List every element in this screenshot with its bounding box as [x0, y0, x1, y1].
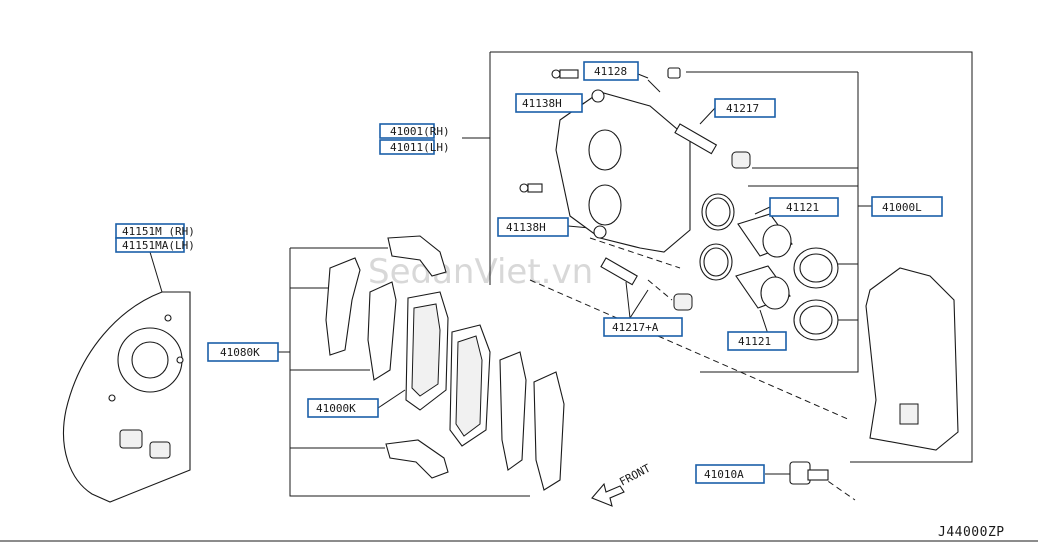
callout-41138h-bottom[interactable]: 41138H — [497, 217, 569, 237]
piston-upper-part — [737, 213, 793, 258]
callout-label-41000l: 41000L — [882, 201, 922, 214]
bleeder-screw-part — [647, 67, 681, 93]
callout-label-41121-bottom: 41121 — [738, 335, 771, 348]
callout-41151m-rh[interactable]: 41151M (RH) — [115, 223, 195, 239]
caliper-body-part — [555, 89, 691, 253]
callout-41121-top[interactable]: 41121 — [769, 197, 839, 217]
callout-41011-lh[interactable]: 41011(LH) — [379, 139, 450, 155]
callout-41151ma-lh[interactable]: 41151MA(LH) — [115, 237, 195, 253]
dust-boot-upper — [793, 247, 839, 289]
pad-shim-outer — [325, 257, 361, 356]
callout-label-41138h-top: 41138H — [522, 97, 562, 110]
callout-41000k[interactable]: 41000K — [307, 398, 379, 418]
callout-label-41151m: 41151M (RH) — [122, 225, 195, 238]
anti-squeal-shim-b — [533, 371, 565, 491]
brake-pad-outer — [405, 291, 449, 411]
callout-label-41138h-bottom: 41138H — [506, 221, 546, 234]
callout-41128[interactable]: 41128 — [583, 61, 639, 81]
callout-label-41217a: 41217+A — [612, 321, 659, 334]
dust-shield-part — [62, 291, 191, 503]
pad-retainer-clip-bottom — [385, 439, 449, 479]
callout-label-41128: 41128 — [594, 65, 627, 78]
caliper-assembly-frame — [462, 51, 973, 463]
piston-seal-ring-lower — [699, 243, 733, 281]
callout-41080k[interactable]: 41080K — [207, 342, 279, 362]
guide-pin-41217-part — [674, 123, 751, 169]
callout-41001-rh[interactable]: 41001(RH) — [379, 123, 450, 139]
guide-pin-41217a-part — [600, 257, 693, 311]
piston-seal-ring-upper — [701, 193, 735, 231]
anti-squeal-shim-a — [499, 351, 527, 471]
callout-41121-bottom[interactable]: 41121 — [727, 331, 787, 351]
dust-boot-lower — [793, 299, 839, 341]
callout-label-41151ma: 41151MA(LH) — [122, 239, 195, 252]
callout-label-41011: 41011(LH) — [390, 141, 450, 154]
front-direction-label: FRONT — [617, 461, 653, 488]
pad-shim-inner — [367, 281, 397, 381]
callout-label-41001: 41001(RH) — [390, 125, 450, 138]
mounting-bolt-part — [789, 461, 829, 485]
pad-retainer-clip-top — [387, 235, 447, 277]
callout-label-41000k: 41000K — [316, 402, 356, 415]
callout-41217a[interactable]: 41217+A — [603, 317, 683, 337]
seal-kit-bracket-lines — [686, 71, 872, 373]
piston-lower-part — [735, 265, 791, 310]
bolt-41138h-bottom-part — [519, 183, 543, 193]
pad-kit-bracket-lines — [278, 247, 530, 497]
callout-label-41080k: 41080K — [220, 346, 260, 359]
callout-41138h-top[interactable]: 41138H — [515, 93, 583, 113]
dashed-leaders — [529, 237, 856, 501]
bolt-41138h-top-part — [551, 69, 579, 79]
callout-label-41217: 41217 — [726, 102, 759, 115]
callout-41217[interactable]: 41217 — [714, 98, 776, 118]
front-direction-arrow — [591, 482, 625, 507]
diagram-code: J44000ZP — [938, 525, 1005, 540]
torque-member-part — [865, 267, 959, 451]
callout-41000l[interactable]: 41000L — [871, 196, 943, 217]
callout-label-41010a: 41010A — [704, 468, 744, 481]
callout-label-41121-top: 41121 — [786, 201, 819, 214]
brake-pad-inner — [449, 324, 491, 447]
watermark: SedanViet.vn — [368, 252, 593, 292]
callout-41010a[interactable]: 41010A — [695, 464, 765, 484]
